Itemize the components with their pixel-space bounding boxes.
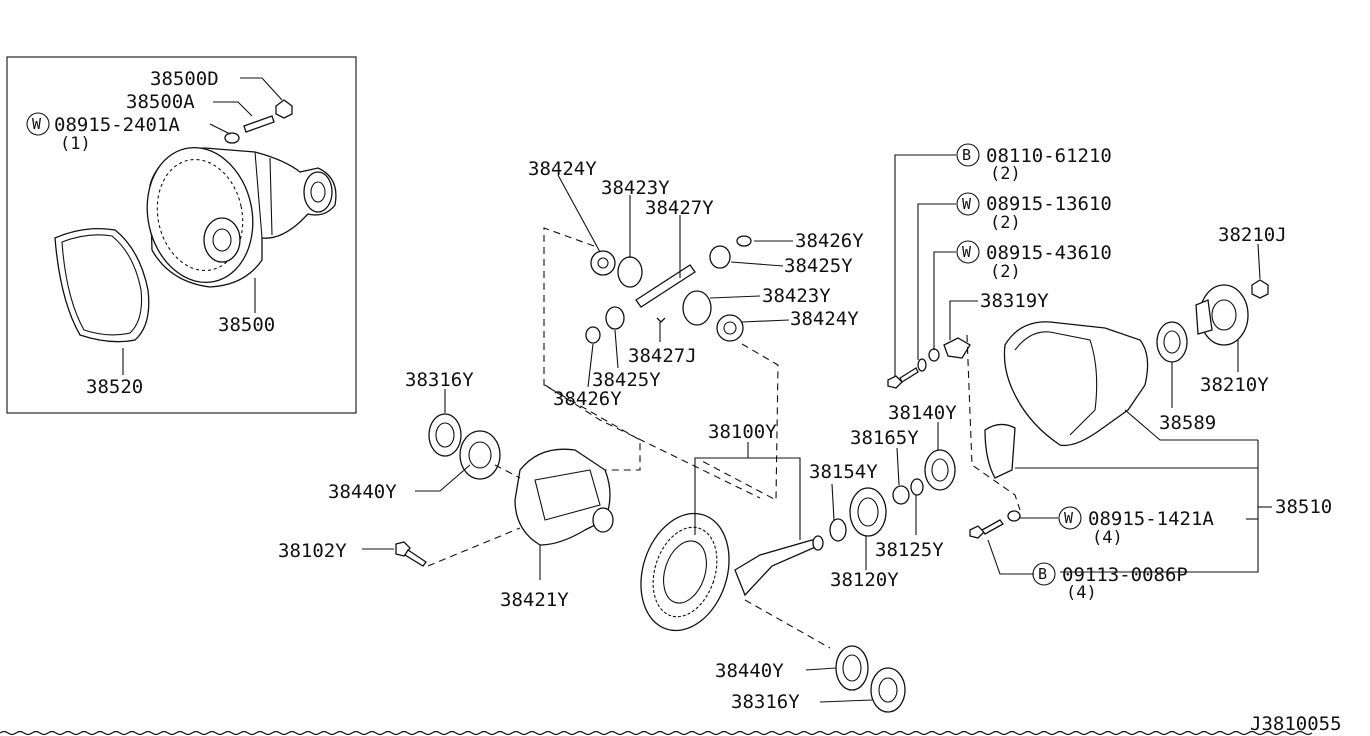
- ring-bolt-drawing: [395, 541, 427, 567]
- inset-panel: 38500D 38500A W 08915-2401A (1) 38500 38…: [6, 56, 357, 414]
- bolt-symbol-1: B: [956, 143, 980, 167]
- label-38500D: 38500D: [150, 68, 219, 90]
- gasket-drawing: [54, 227, 150, 343]
- label-38319Y: 38319Y: [980, 290, 1049, 312]
- label-08915-2401A: 08915-2401A: [54, 114, 180, 136]
- carrier-housing-drawing: [984, 321, 1149, 479]
- label-38421Y: 38421Y: [500, 589, 569, 611]
- label-38500A: 38500A: [126, 91, 195, 113]
- flange-nut-drawing: [1251, 279, 1269, 299]
- label-08110-61210: 08110-61210: [986, 145, 1112, 167]
- label-38520: 38520: [86, 376, 143, 398]
- label-38427J: 38427J: [628, 345, 697, 367]
- stud-nut-washer-drawing: [224, 99, 293, 144]
- label-38210J: 38210J: [1218, 224, 1287, 246]
- label-qty-1: (1): [60, 134, 91, 154]
- washer-symbol-text: W: [32, 115, 42, 133]
- differential-case-drawing: [514, 448, 614, 546]
- label-38425Y-upper: 38425Y: [784, 255, 853, 277]
- carrier-assembly-drawing: [146, 146, 337, 288]
- washer-symbol-3: W: [1058, 506, 1082, 530]
- bolt-symbol-2-text: B: [1038, 565, 1047, 583]
- output-bearing-drawing: [1156, 321, 1188, 363]
- label-08915-1421A: 08915-1421A: [1088, 508, 1214, 530]
- label-38500: 38500: [218, 314, 275, 336]
- bottom-bearing-drawing: [835, 645, 906, 713]
- label-38423Y-lower: 38423Y: [762, 285, 831, 307]
- label-09113-0086P: 09113-0086P: [1062, 564, 1188, 586]
- label-38423Y-upper: 38423Y: [601, 177, 670, 199]
- label-38140Y: 38140Y: [888, 402, 957, 424]
- bolt-symbol-1-text: B: [962, 146, 971, 164]
- pinion-bearing-drawing: [829, 449, 956, 542]
- label-38427Y: 38427Y: [645, 197, 714, 219]
- label-38424Y-lower: 38424Y: [790, 308, 859, 330]
- pinion-gear-set-drawing: [585, 235, 752, 344]
- inset-frame: [6, 56, 357, 414]
- label-38154Y: 38154Y: [809, 461, 878, 483]
- label-38165Y: 38165Y: [850, 427, 919, 449]
- washer-symbol-2-text: W: [962, 243, 972, 261]
- bolt-symbol-2: B: [1032, 562, 1056, 586]
- label-38102Y: 38102Y: [278, 540, 347, 562]
- washer-symbol-2: W: [956, 240, 980, 264]
- label-38120Y: 38120Y: [830, 569, 899, 591]
- label-38510: 38510: [1275, 496, 1332, 518]
- washer-symbol-1-text: W: [962, 195, 972, 213]
- side-bearing-drawing: [428, 413, 501, 480]
- label-38424Y-upper: 38424Y: [528, 158, 597, 180]
- label-qty-2b: (2): [990, 213, 1021, 233]
- case-washer-drawing: [1007, 510, 1021, 522]
- label-38100Y: 38100Y: [708, 421, 777, 443]
- label-38440Y-left: 38440Y: [328, 481, 397, 503]
- page-bottom-edge: [0, 730, 1313, 736]
- label-qty-4a: (4): [1092, 528, 1123, 548]
- label-qty-2c: (2): [990, 262, 1021, 282]
- label-38426Y-upper: 38426Y: [795, 230, 864, 252]
- label-08915-43610: 08915-43610: [986, 242, 1112, 264]
- label-38425Y-lower: 38425Y: [592, 369, 661, 391]
- washer-symbol-1: W: [956, 192, 980, 216]
- companion-flange-drawing: [1195, 284, 1249, 346]
- label-38426Y-lower: 38426Y: [553, 388, 622, 410]
- label-qty-2a: (2): [990, 164, 1021, 184]
- label-38316Y-bottom: 38316Y: [731, 691, 800, 713]
- label-38125Y: 38125Y: [875, 539, 944, 561]
- washer-symbol: W: [26, 112, 50, 136]
- label-38210Y: 38210Y: [1200, 374, 1269, 396]
- ring-gear-drawing: [640, 512, 730, 632]
- label-38440Y-bottom: 38440Y: [715, 660, 784, 682]
- label-38316Y-left: 38316Y: [405, 369, 474, 391]
- label-08915-13610: 08915-13610: [986, 193, 1112, 215]
- drive-pinion-drawing: [734, 535, 824, 597]
- label-qty-4b: (4): [1066, 583, 1097, 603]
- bolt-washer-drawing: [887, 337, 971, 389]
- diagram-code: J3810055: [1250, 713, 1342, 735]
- case-bolt-drawing: [969, 519, 1004, 539]
- washer-symbol-3-text: W: [1064, 509, 1074, 527]
- label-38589: 38589: [1159, 412, 1216, 434]
